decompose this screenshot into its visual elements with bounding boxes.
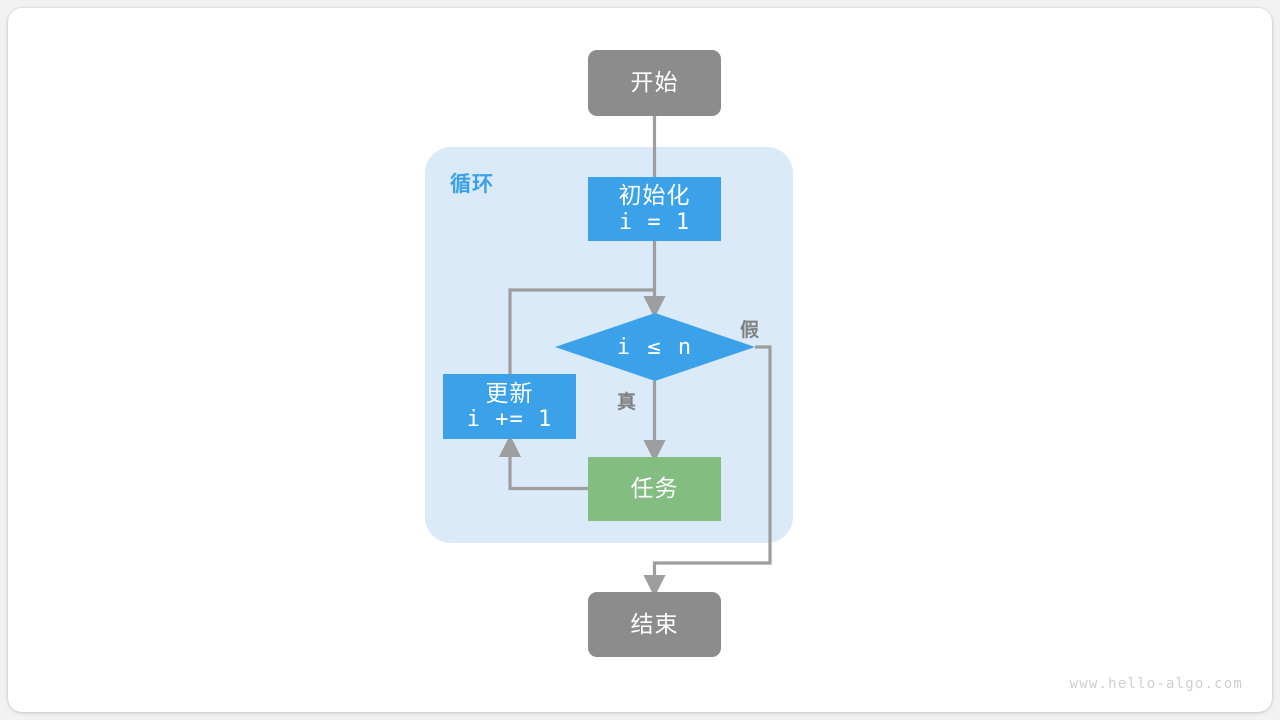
branch-label-false: 假 (740, 320, 760, 341)
node-update-expression: i += 1 (466, 407, 553, 433)
node-decision-label: i ≤ n (616, 334, 694, 360)
node-task[interactable]: 任务 (588, 457, 721, 521)
node-decision[interactable]: i ≤ n (555, 313, 755, 381)
node-end[interactable]: 结束 (588, 592, 721, 657)
node-init-label: 初始化 (618, 182, 691, 209)
watermark: www.hello-algo.com (1069, 676, 1243, 692)
node-start-label: 开始 (630, 69, 679, 96)
node-start[interactable]: 开始 (588, 50, 721, 116)
node-init[interactable]: 初始化 i = 1 (588, 177, 721, 241)
branch-label-true: 真 (617, 392, 637, 413)
node-task-label: 任务 (630, 475, 679, 502)
node-init-expression: i = 1 (618, 209, 691, 235)
loop-container-label: 循环 (450, 173, 494, 196)
node-update-label: 更新 (485, 379, 534, 406)
node-end-label: 结束 (630, 610, 679, 637)
node-update[interactable]: 更新 i += 1 (443, 374, 576, 439)
